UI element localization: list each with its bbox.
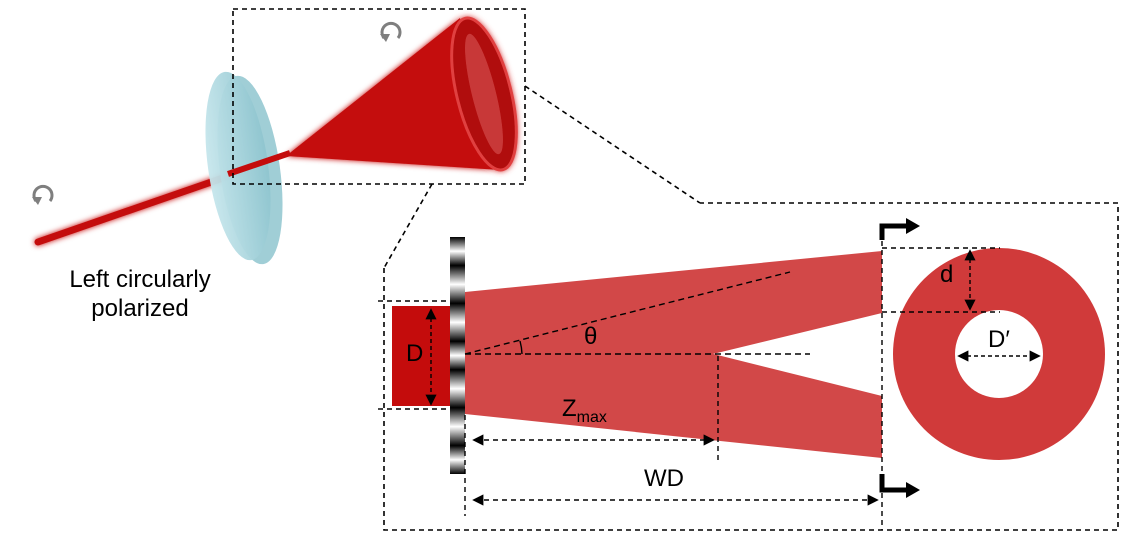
section-arrow-icon xyxy=(879,474,920,498)
ring-thickness-guides xyxy=(882,247,1000,313)
detail-box xyxy=(383,202,1119,531)
theta-arc xyxy=(519,340,523,355)
output-cone-beam xyxy=(286,16,518,172)
zoom-box xyxy=(232,8,526,185)
label-D: D xyxy=(406,340,423,367)
polarization-label-line1: Left circularly xyxy=(69,266,210,293)
label-d: d xyxy=(940,261,953,288)
polarization-label-line2: polarized xyxy=(91,295,188,322)
rotation-arrow-icon xyxy=(32,184,54,205)
incident-beam xyxy=(392,306,458,406)
deflected-beams xyxy=(465,251,882,458)
ring-cross-section xyxy=(893,248,1105,460)
section-arrow-icon xyxy=(879,218,920,240)
label-D-prime: D′ xyxy=(988,326,1010,353)
deflection-ray xyxy=(464,271,791,355)
incident-beam-edges xyxy=(378,300,458,410)
label-WD: WD xyxy=(644,465,684,492)
label-zmax: Zmax xyxy=(562,395,607,426)
axicon-grating xyxy=(450,237,465,474)
label-theta: θ xyxy=(584,323,597,350)
zoom-connectors xyxy=(383,85,701,269)
beam-through-lens xyxy=(227,150,291,177)
rotation-arrow-icon xyxy=(380,21,402,42)
